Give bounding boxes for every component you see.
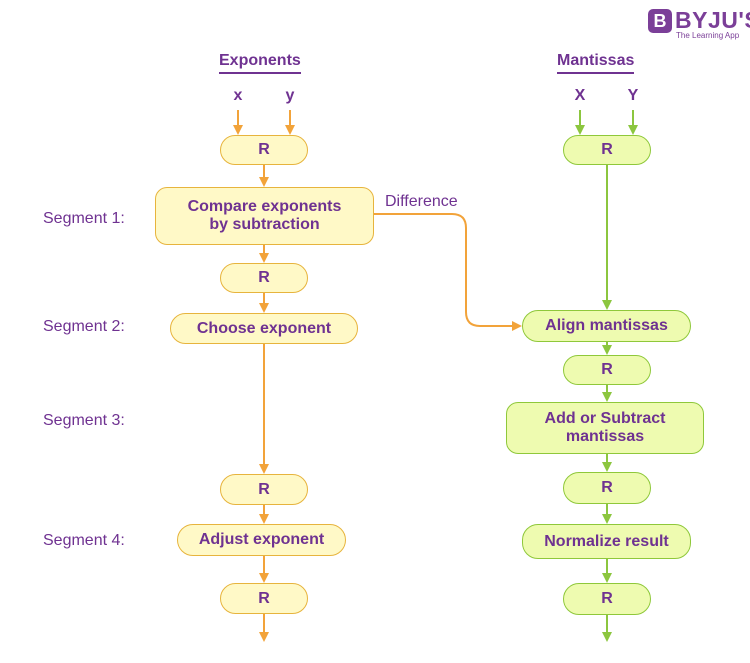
- mantissa-register-4: R: [563, 583, 651, 615]
- adjust-exponent-box: Adjust exponent: [177, 524, 346, 556]
- exponent-register-3: R: [220, 474, 308, 505]
- input-X-label: X: [574, 87, 586, 104]
- segment-2-label: Segment 2:: [43, 318, 125, 335]
- exponent-register-1: R: [220, 135, 308, 165]
- input-x-label: x: [233, 87, 243, 104]
- byjus-logo: B BYJU'S The Learning App: [648, 7, 750, 41]
- exponent-register-4: R: [220, 583, 308, 614]
- choose-exponent-box: Choose exponent: [170, 313, 358, 344]
- input-y-label: y: [285, 87, 295, 104]
- segment-1-label: Segment 1:: [43, 210, 125, 227]
- brand-badge-icon: B: [648, 9, 672, 33]
- segment-4-label: Segment 4:: [43, 532, 125, 549]
- segment-3-label: Segment 3:: [43, 412, 125, 429]
- normalize-result-box: Normalize result: [522, 524, 691, 559]
- add-subtract-mantissas-box: Add or Subtract mantissas: [506, 402, 704, 454]
- exponent-register-2: R: [220, 263, 308, 293]
- brand-name: BYJU'S: [675, 7, 750, 33]
- difference-connector: [374, 213, 522, 331]
- compare-exponents-box: Compare exponents by subtraction: [155, 187, 374, 245]
- align-mantissas-box: Align mantissas: [522, 310, 691, 342]
- mantissa-register-1: R: [563, 135, 651, 165]
- mantissa-register-2: R: [563, 355, 651, 385]
- exponents-heading: Exponents: [219, 52, 301, 74]
- mantissa-register-3: R: [563, 472, 651, 504]
- brand-tagline: The Learning App: [676, 31, 740, 40]
- input-Y-label: Y: [627, 87, 639, 104]
- mantissas-heading: Mantissas: [557, 52, 635, 74]
- difference-label: Difference: [385, 193, 458, 210]
